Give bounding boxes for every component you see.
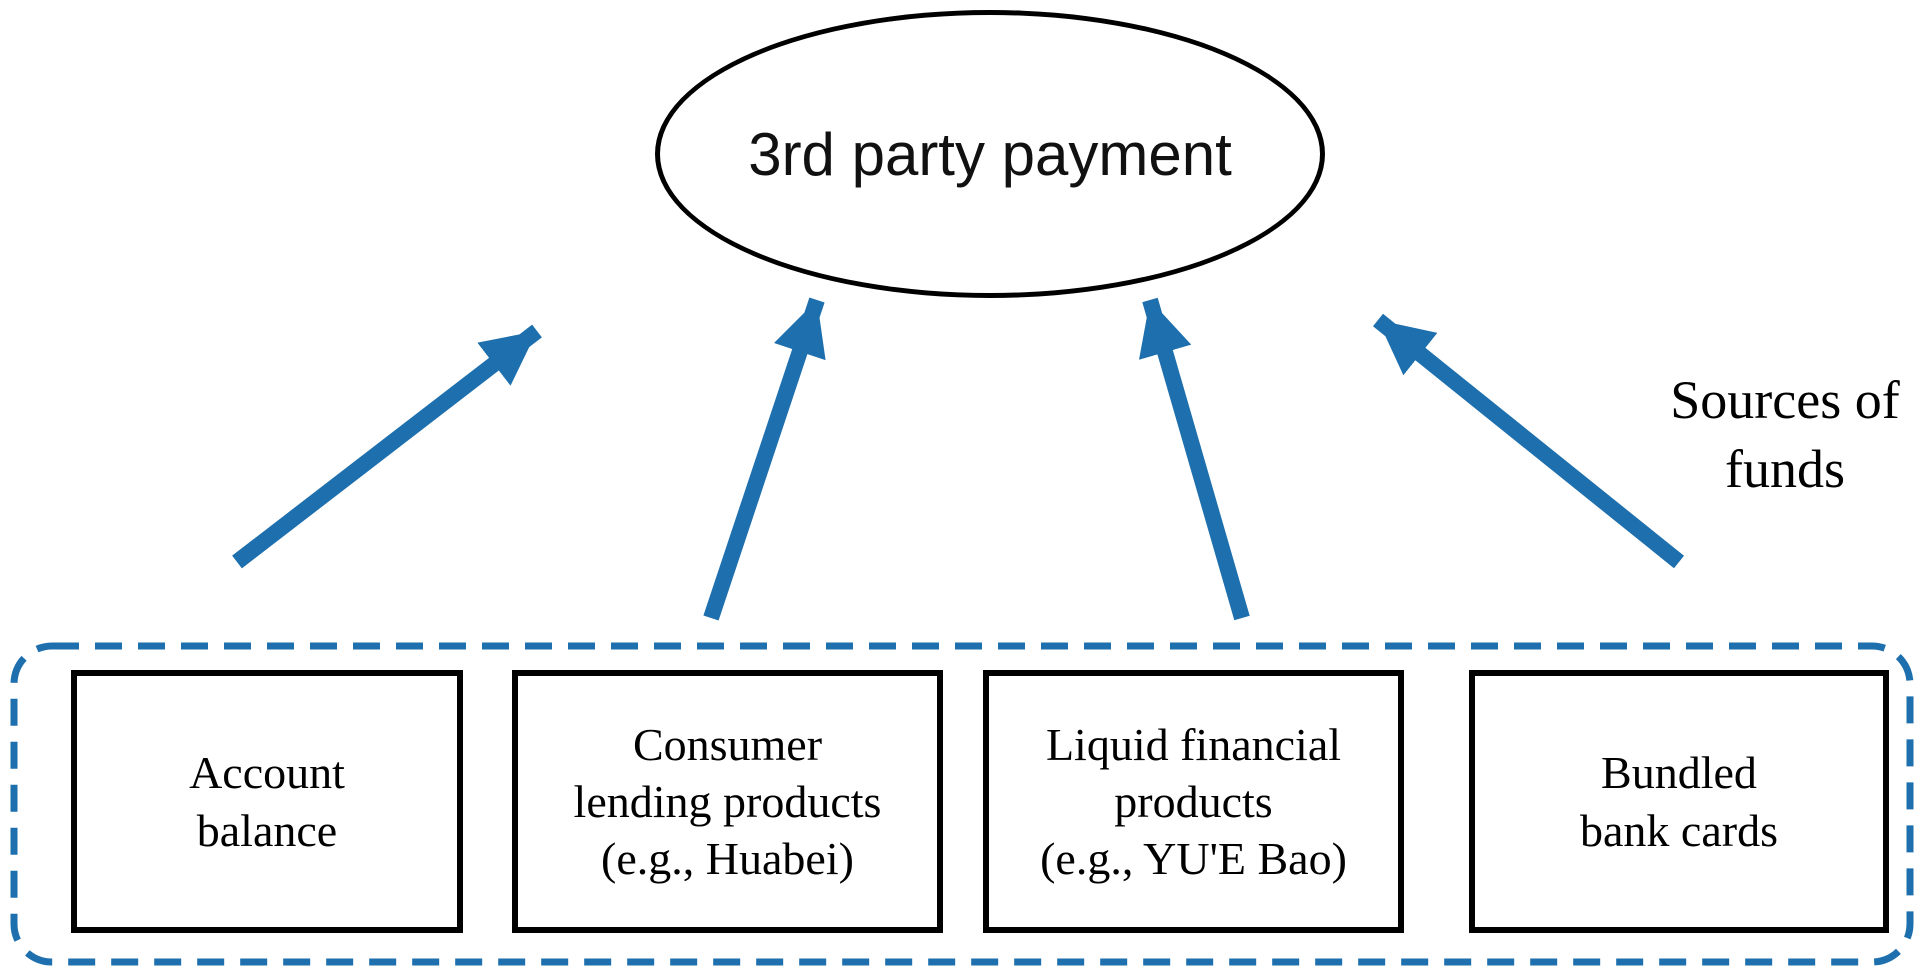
node-account-balance-line-2: balance xyxy=(196,804,338,856)
node-account-balance-line-1: Account xyxy=(189,747,345,799)
arrow-consumer-lending-to-payment xyxy=(703,297,826,621)
arrow-bundled-cards-to-payment xyxy=(1372,313,1685,569)
node-consumer-lending-line-1: Consumer xyxy=(632,718,823,770)
node-account-balance: Account balance xyxy=(71,670,463,933)
node-3rd-party-payment-label: 3rd party payment xyxy=(748,120,1232,188)
node-bundled-bank-cards-line-1: Bundled xyxy=(1601,747,1757,799)
sources-of-funds-line-1: Sources of xyxy=(1670,370,1900,430)
node-bundled-bank-cards: Bundled bank cards xyxy=(1469,670,1889,933)
arrow-liquid-financial-to-payment xyxy=(1138,297,1250,621)
node-liquid-financial-line-3: (e.g., YU'E Bao) xyxy=(1040,833,1347,885)
sources-of-funds-line-2: funds xyxy=(1725,439,1845,500)
node-consumer-lending-products: Consumer lending products (e.g., Huabei) xyxy=(512,670,943,933)
node-bundled-bank-cards-line-2: bank cards xyxy=(1580,804,1778,856)
node-consumer-lending-line-2: lending products xyxy=(573,775,882,827)
node-consumer-lending-line-3: (e.g., Huabei) xyxy=(601,833,854,885)
node-liquid-financial-products: Liquid financial products (e.g., YU'E Ba… xyxy=(983,670,1404,933)
sources-group-border xyxy=(10,642,1914,966)
arrow-account-balance-to-payment xyxy=(232,324,542,569)
node-liquid-financial-line-1: Liquid financial xyxy=(1045,718,1342,770)
node-liquid-financial-line-2: products xyxy=(1114,775,1273,827)
sources-of-funds-label: Sources of funds xyxy=(1640,366,1930,504)
node-3rd-party-payment: 3rd party payment xyxy=(655,10,1325,298)
